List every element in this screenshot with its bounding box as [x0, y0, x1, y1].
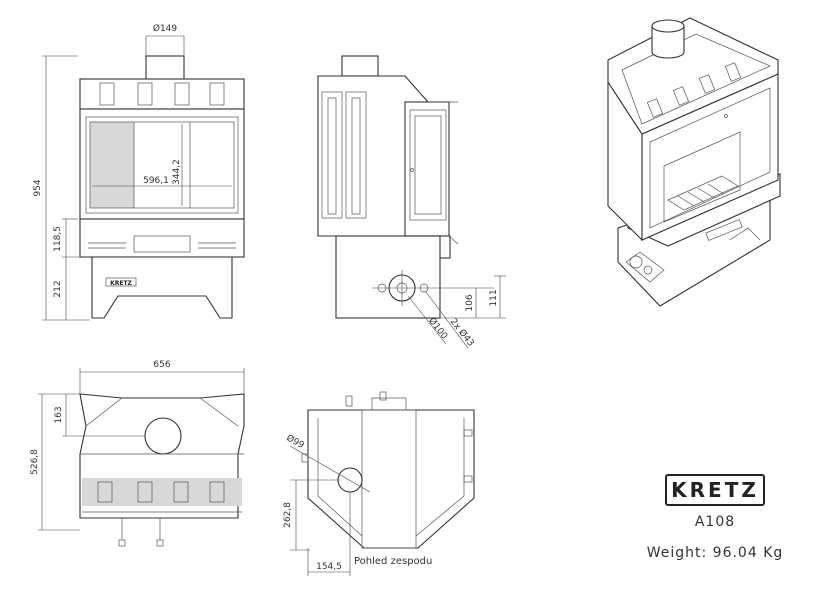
- side-base: [335, 235, 441, 319]
- bottom-outlet-y-label: 262,8: [283, 502, 293, 528]
- side-holes-label: 2x Ø43: [448, 316, 477, 348]
- chimney: [145, 55, 185, 81]
- weight-label: Weight: 96.04 Kg: [646, 545, 784, 561]
- chimney-diameter-label: Ø149: [153, 23, 178, 34]
- glass-height-label: 344,2: [172, 159, 182, 185]
- side-view: Ø100 2x Ø43 106 111: [317, 55, 506, 349]
- top-chimney-hole: [144, 417, 182, 455]
- front-view: 344,2 596,1 KRETZ Ø149 954 118,5 212: [33, 23, 245, 321]
- bottom-view: Ø99 262,8 154,5: [283, 391, 475, 576]
- bottom-outline: [307, 409, 475, 549]
- iso-top-hood: [607, 17, 779, 135]
- top-depth-label: 526,8: [30, 449, 40, 475]
- kretz-logo: KRETZ: [665, 474, 765, 506]
- top-view: 656 163 526,8: [30, 360, 245, 547]
- model-label: A108: [694, 514, 736, 530]
- front-glass: [89, 121, 235, 209]
- bottom-outlet-x-label: 154,5: [316, 562, 342, 572]
- top-shaded-band: [82, 478, 242, 506]
- front-logo-text: KRETZ: [110, 280, 132, 287]
- front-top-hood: [79, 78, 245, 110]
- top-width-label: 656: [153, 360, 170, 370]
- total-height-label: 954: [33, 179, 43, 196]
- glass-left-shade: [90, 122, 134, 208]
- top-offset-label: 163: [54, 406, 64, 423]
- front-grille-band: [79, 218, 245, 258]
- outlet-height-label: 106: [465, 294, 475, 311]
- side-chimney: [341, 55, 379, 77]
- bottom-view-caption: Pohled zespodu: [354, 556, 433, 567]
- base-height-label: 212: [53, 280, 63, 297]
- grille-height-label: 118,5: [53, 226, 63, 252]
- iso-chimney: [651, 25, 685, 59]
- side-door: [404, 101, 450, 237]
- glass-width-label: 596,1: [143, 176, 169, 186]
- bottom-outlet: [337, 467, 363, 493]
- bottom-outlet-diameter-label: Ø99: [284, 433, 306, 452]
- holes-height-label: 111: [489, 289, 499, 306]
- isometric-view: [607, 17, 781, 307]
- front-base: [91, 256, 233, 319]
